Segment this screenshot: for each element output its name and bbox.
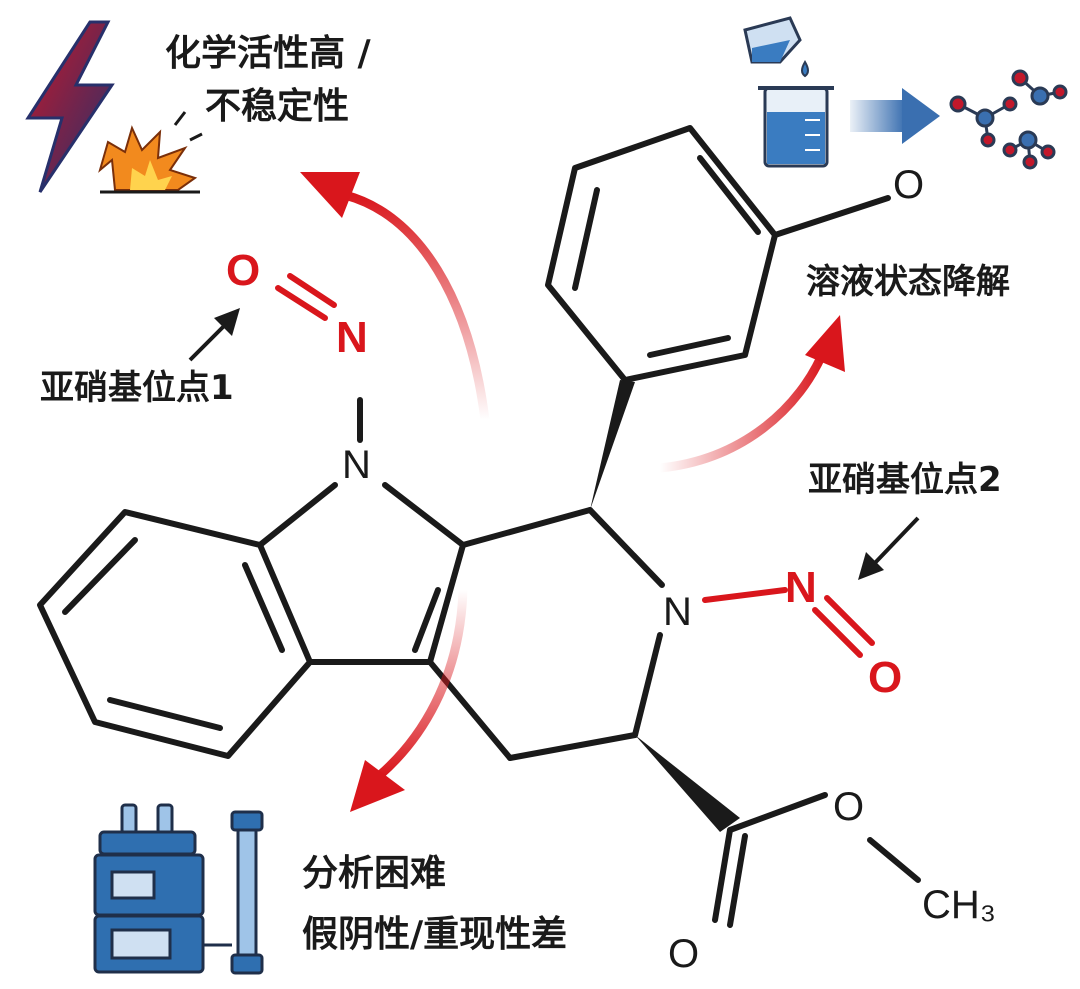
hplc-instrument-icon xyxy=(93,803,264,975)
atom-carbonyl-o: O xyxy=(668,932,699,976)
atom-ring-n: N xyxy=(663,590,692,634)
pointer-arrow-site2 xyxy=(858,516,920,580)
atom-nitroso-o1: O xyxy=(226,246,260,295)
label-analysis-line2: 假阴性/重现性差 xyxy=(302,914,568,955)
label-nitroso-site-2: 亚硝基位点2 xyxy=(808,460,1002,500)
label-analysis-line1: 分析困难 xyxy=(302,853,447,894)
atom-ether-o: O xyxy=(893,163,924,207)
atom-ester-o: O xyxy=(833,785,864,829)
red-arrow-degradation xyxy=(655,315,845,473)
atom-nitroso-n2: N xyxy=(785,563,817,612)
atom-indole-n: N xyxy=(342,443,371,487)
atom-methyl: CH₃ xyxy=(922,883,996,927)
wedge-bond-ester xyxy=(635,735,740,832)
atom-nitroso-o2: O xyxy=(868,653,902,702)
molecule-fragments-icon xyxy=(949,69,1068,170)
beaker-dissolve-icon xyxy=(743,16,834,168)
red-arrow-analysis xyxy=(350,585,468,812)
red-arrow-reactivity xyxy=(300,172,490,425)
lightning-explosion-icon xyxy=(25,20,203,194)
label-solution-degradation: 溶液状态降解 xyxy=(806,262,1010,302)
pointer-arrow-site1 xyxy=(188,308,240,362)
flow-arrow-icon xyxy=(850,88,940,144)
label-reactivity-line2: 不稳定性 xyxy=(205,86,350,127)
nitroso-bonds xyxy=(275,273,875,658)
atom-nitroso-n1: N xyxy=(336,313,368,362)
label-nitroso-site-1: 亚硝基位点1 xyxy=(40,368,234,408)
bond-c-n-indole xyxy=(257,482,338,548)
phenyl-ring xyxy=(545,125,778,383)
wedge-bond-phenyl xyxy=(590,380,635,510)
label-reactivity-line1: 化学活性高 / xyxy=(165,33,371,74)
